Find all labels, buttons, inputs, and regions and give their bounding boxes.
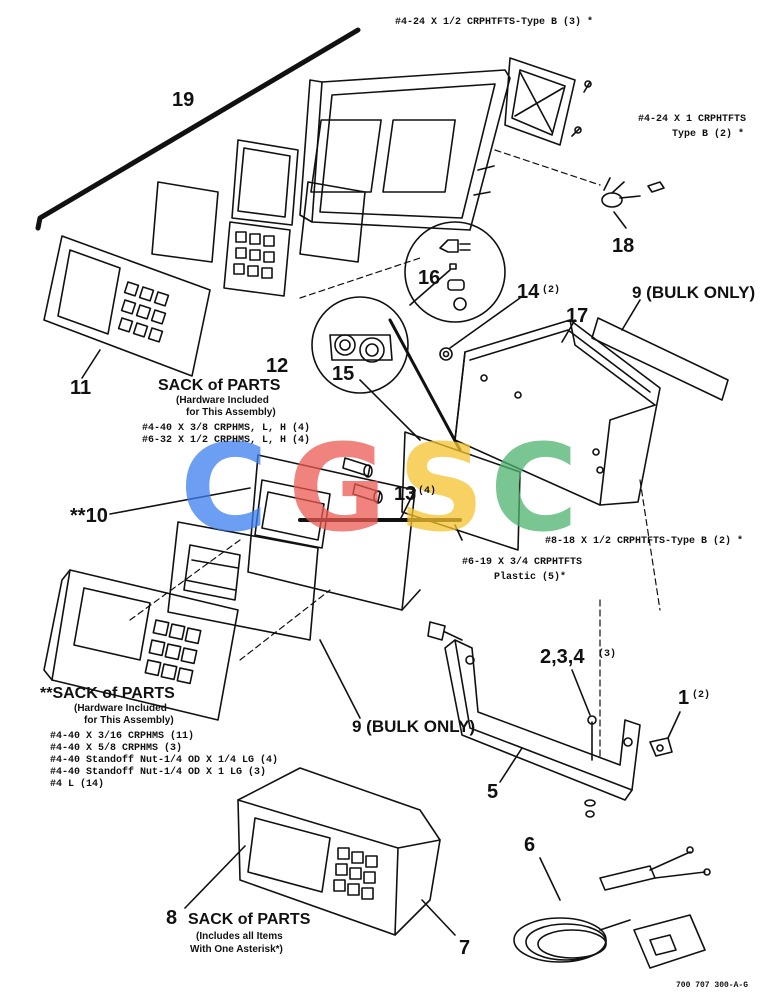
display-board-9 [167,521,361,719]
sack-3-sub-1: (Includes all Items [196,931,283,942]
watermark-letter-3: S [398,420,485,559]
label-part-13-qty: (4) [418,486,437,497]
label-part-18: 18 [612,235,635,257]
callout-15 [311,269,462,452]
label-part-9-bottom: 9 (BULK ONLY) [352,717,476,736]
label-right-screw-1: #4-24 X 1 CRPHTFTS [638,114,747,125]
sack-2-sub-1: (Hardware Included [74,703,167,714]
sack-2-item: #4-40 Standoff Nut-1/4 OD X 1/4 LG (4) [50,755,279,766]
connector-part-18 [601,177,665,229]
strip-9-top [591,299,729,401]
label-part-5: 5 [487,781,499,803]
label-part-14-qty: (2) [542,285,561,296]
label-parts-2-3-4-qty: (3) [598,649,617,660]
label-part-10: **10 [70,505,108,527]
fasteners-2-3-4 [571,669,597,818]
label-part-19: 19 [172,89,195,111]
watermark-letter-4: C [490,420,579,559]
label-part-6: 6 [524,834,536,856]
label-part-1: 1 [678,687,690,709]
label-part-13: 13 [394,483,417,505]
label-top-screw: #4-24 X 1/2 CRPHTFTS-Type B (3) * [395,17,594,28]
enclosure-17 [454,319,661,506]
front-bezel-frame [299,69,511,231]
drawing-number: 700 707 300-A-G [676,981,749,990]
sack-1-sub-1: (Hardware Included [176,395,269,406]
sack-3-sub-2: With One Asterisk*) [190,944,283,955]
callout-16 [404,221,506,323]
keypad-overlay-11 [43,235,211,379]
label-part-7: 7 [459,937,471,959]
sack-2-item: #4-40 Standoff Nut-1/4 OD X 1 LG (3) [50,767,267,778]
label-part-12: 12 [266,355,289,377]
label-part-15: 15 [332,363,355,385]
alignment-lines [129,149,661,761]
sack-3-title: SACK of PARTS [188,911,311,928]
sack-2-item: #4-40 X 5/8 CRPHMS (3) [50,743,183,754]
standoffs-13 [342,457,383,504]
label-right-screw-2: Type B (2) * [672,129,745,140]
circuit-board-12 [359,379,521,551]
label-part-16: 16 [418,267,441,289]
sack-1-title: SACK of PARTS [158,377,281,394]
label-part-11: 11 [70,377,92,399]
lens-panels-19 [151,139,366,297]
label-part-14: 14 [517,281,540,303]
group-bracket-19 [35,27,361,231]
sack-2-sub-2: for This Assembly) [84,715,174,726]
nut-14 [439,297,521,361]
sack-2-title: **SACK of PARTS [40,685,175,702]
label-screw-6-19-1: #6-19 X 3/4 CRPHTFTS [462,557,583,568]
chassis-10 [109,454,463,611]
sack-1-item: #4-40 X 3/8 CRPHMS, L, H (4) [142,423,311,434]
label-part-1-qty: (2) [692,690,711,701]
cable-assembly-6 [513,846,711,969]
label-part-8: 8 [166,907,178,929]
watermark-letter-1: C [180,420,269,559]
mounting-bracket-5 [427,621,641,801]
label-screw-6-19-2: Plastic (5)* [494,572,567,583]
watermark-letter-2: G [288,420,387,559]
sack-2-item: #4-40 X 3/16 CRPHMS (11) [50,731,195,742]
rear-mounting-bracket [504,57,592,146]
assembled-indicator-8 [184,767,456,936]
sack-1-sub-2: for This Assembly) [186,407,276,418]
label-part-9-top: 9 (BULK ONLY) [632,283,756,302]
knob-1 [649,711,681,757]
sack-1-item: #6-32 X 1/2 CRPHMS, L, H (4) [142,435,311,446]
sack-2-item: #4 L (14) [50,779,105,790]
front-panel-assembly [43,569,239,721]
label-parts-2-3-4: 2,3,4 [540,646,585,668]
label-screw-8-18: #8-18 X 1/2 CRPHTFTS-Type B (2) * [545,536,744,547]
label-part-17: 17 [566,305,589,327]
